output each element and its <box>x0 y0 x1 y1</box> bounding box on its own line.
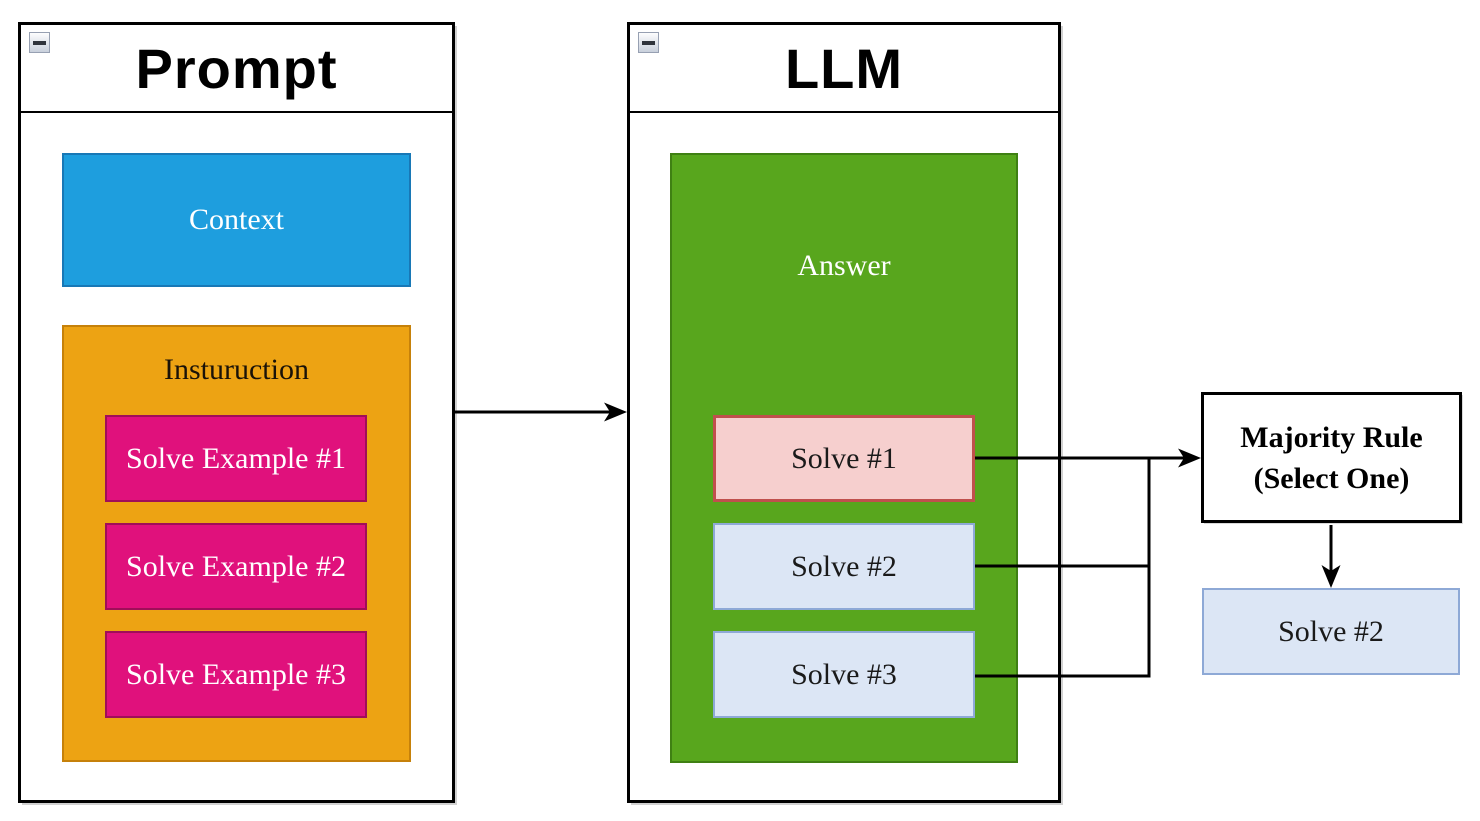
instruction-label: Insturuction <box>164 353 309 386</box>
solve-example-1-box[interactable]: Solve Example #1 <box>105 415 367 502</box>
solve-example-2-label: Solve Example #2 <box>126 549 346 583</box>
llm-panel[interactable]: LLM Answer Solve #1 Solve #2 Solve #3 <box>627 22 1061 803</box>
arrowhead-icon <box>604 402 627 422</box>
solve-2-box[interactable]: Solve #2 <box>713 523 975 610</box>
solve-example-2-box[interactable]: Solve Example #2 <box>105 523 367 610</box>
majority-rule-line1: Majority Rule <box>1240 420 1423 454</box>
solve-1-label: Solve #1 <box>791 441 897 475</box>
solve-2-label: Solve #2 <box>791 549 897 583</box>
prompt-panel-title: Prompt <box>135 36 338 100</box>
solve-example-3-box[interactable]: Solve Example #3 <box>105 631 367 718</box>
collapse-button[interactable] <box>638 32 659 53</box>
solve-example-3-label: Solve Example #3 <box>126 657 346 691</box>
arrowhead-icon <box>1178 448 1201 468</box>
arrowhead-icon <box>1321 565 1341 588</box>
instruction-box[interactable]: Insturuction Solve Example #1 Solve Exam… <box>62 325 411 762</box>
answer-box[interactable]: Answer Solve #1 Solve #2 Solve #3 <box>670 153 1018 763</box>
solve-3-label: Solve #3 <box>791 657 897 691</box>
llm-panel-titlebar: LLM <box>630 25 1058 113</box>
majority-rule-box[interactable]: Majority Rule (Select One) <box>1201 392 1462 523</box>
prompt-panel-titlebar: Prompt <box>21 25 452 113</box>
connector-majority-to-result[interactable] <box>1321 525 1341 588</box>
minus-icon <box>642 40 655 45</box>
solve-example-1-label: Solve Example #1 <box>126 441 346 475</box>
llm-panel-title: LLM <box>784 36 904 100</box>
context-label: Context <box>189 203 284 236</box>
selected-result-box[interactable]: Solve #2 <box>1202 588 1460 675</box>
majority-rule-line2: (Select One) <box>1253 461 1410 495</box>
minus-icon <box>33 40 46 45</box>
selected-result-label: Solve #2 <box>1278 614 1384 648</box>
prompt-panel[interactable]: Prompt Context Insturuction Solve Exampl… <box>18 22 455 803</box>
collapse-button[interactable] <box>29 32 50 53</box>
context-box[interactable]: Context <box>62 153 411 287</box>
answer-label: Answer <box>797 249 891 282</box>
connector-prompt-to-llm[interactable] <box>455 402 627 422</box>
solve-3-box[interactable]: Solve #3 <box>713 631 975 718</box>
solve-1-box[interactable]: Solve #1 <box>713 415 975 502</box>
